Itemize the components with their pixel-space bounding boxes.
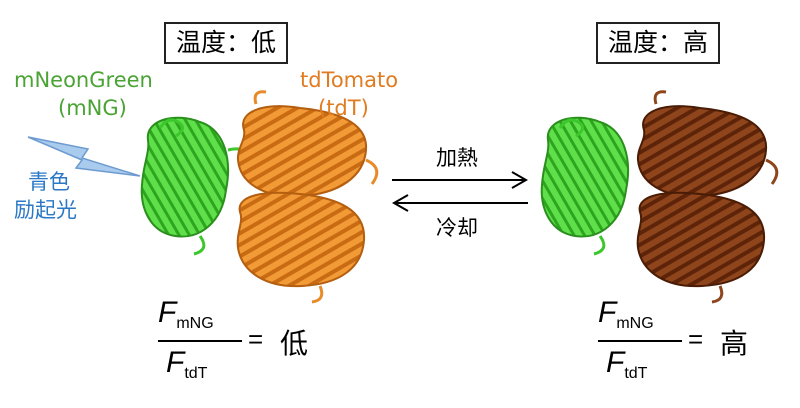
left-fraction-bar xyxy=(158,340,242,342)
right-mng-protein xyxy=(540,116,629,256)
left-ratio-value: 低 xyxy=(280,327,309,360)
right-fraction-bar xyxy=(598,340,682,342)
tdt-abbr-label: (tdT) xyxy=(318,96,369,120)
left-tdt-protein xyxy=(236,90,379,304)
right-ratio-formula: FmNG FtdT = 高 xyxy=(598,296,768,396)
excitation-label-line2: 励起光 xyxy=(14,198,77,222)
temperature-high-label: 温度：高 xyxy=(596,22,721,64)
right-equals-sign: = xyxy=(688,324,704,354)
heat-arrow xyxy=(392,171,529,189)
right-ratio-denominator: FtdT xyxy=(606,346,648,382)
left-ratio-formula: FmNG FtdT = 低 xyxy=(158,296,328,396)
tdt-name-label: tdTomato xyxy=(300,68,399,92)
right-ratio-value: 高 xyxy=(720,327,749,360)
left-ratio-numerator: FmNG xyxy=(158,296,214,332)
left-ratio-denominator: FtdT xyxy=(166,346,208,382)
right-tdt-protein-heated xyxy=(636,90,779,304)
excitation-light-bolt xyxy=(27,136,141,177)
left-mng-protein xyxy=(140,116,250,256)
mng-name-label: mNeonGreen xyxy=(14,68,153,92)
right-ratio-numerator: FmNG xyxy=(598,296,654,332)
mng-abbr-label: (mNG) xyxy=(58,96,127,120)
cool-arrow xyxy=(391,194,528,212)
left-equals-sign: = xyxy=(248,324,264,354)
heat-label: 加熱 xyxy=(436,146,478,170)
cool-label: 冷却 xyxy=(436,216,478,240)
excitation-label-line1: 青色 xyxy=(28,170,70,194)
temperature-low-label: 温度：低 xyxy=(164,22,289,64)
